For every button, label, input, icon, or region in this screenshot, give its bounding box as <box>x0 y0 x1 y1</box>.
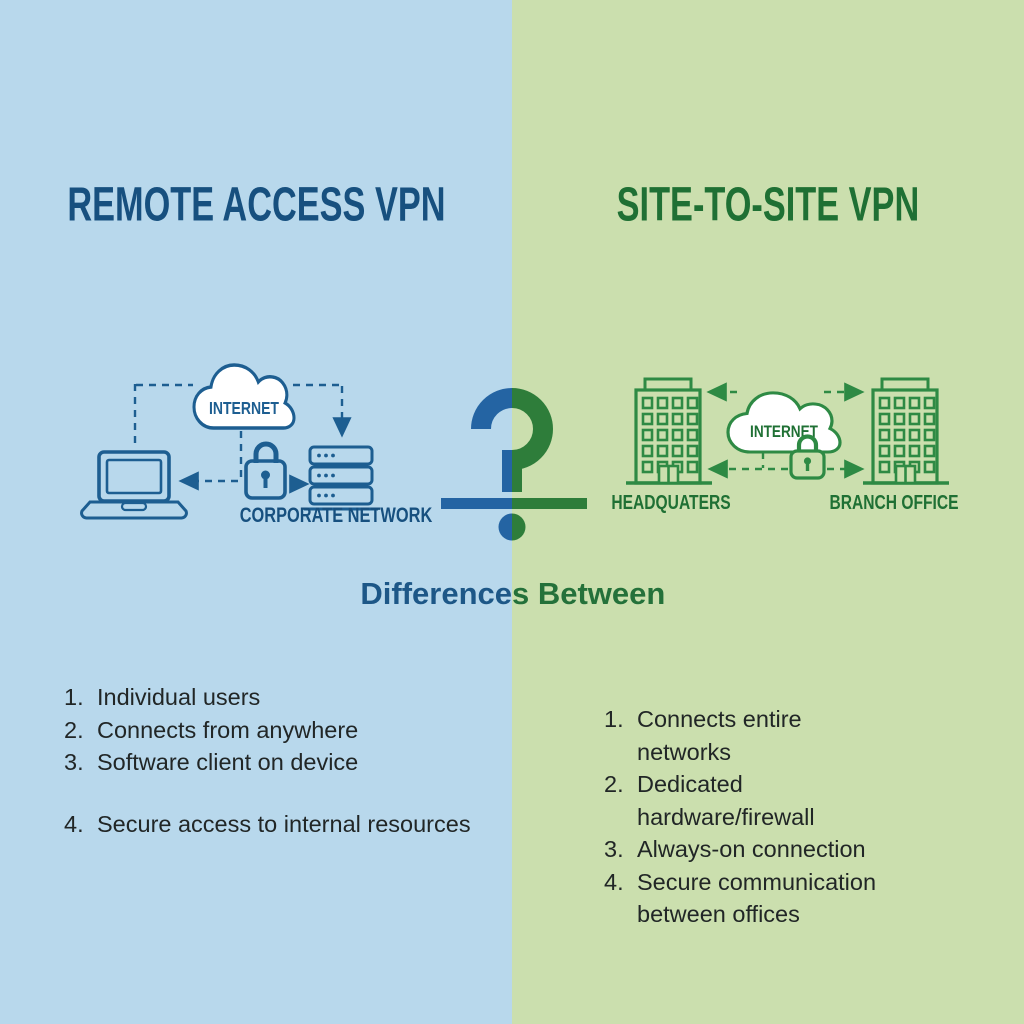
list-item-number: 4. <box>64 810 84 837</box>
corporate-network-label: CORPORATE NETWORK <box>240 503 433 526</box>
right-panel-background <box>512 0 1024 1024</box>
list-item: 4. Secure access to internal resources <box>64 808 471 841</box>
remote-access-feature-list: 1. Individual users 2. Connects from anywh… <box>64 681 471 840</box>
site-to-site-diagram: INTERNET HEADQUATERS BRANCH OFFICE <box>611 377 959 513</box>
list-item-text: Individual users <box>97 684 261 710</box>
list-item-number: 4. <box>604 868 624 895</box>
divider-bar-right <box>512 498 587 509</box>
list-item-number: 3. <box>64 749 84 775</box>
list-item-number: 2. <box>64 716 84 743</box>
list-item-number: 1. <box>604 706 624 732</box>
divider-bar-left <box>441 498 512 509</box>
laptop-icon <box>80 450 188 520</box>
list-item-text: Connects from anywhere <box>97 716 359 743</box>
list-item: 3. Always-on connection <box>604 833 887 866</box>
list-item-text: Secure communication between offices <box>637 868 877 928</box>
remote-access-diagram: INTERNET <box>80 363 433 526</box>
branch-office-label: BRANCH OFFICE <box>829 491 958 513</box>
internet-cloud-icon-right: INTERNET <box>726 391 842 454</box>
question-mark-icon <box>441 388 587 541</box>
dashed-connectors-right <box>706 382 865 479</box>
list-item-text: Dedicated hardware/firewall <box>637 771 815 830</box>
server-stack-icon <box>304 445 378 511</box>
internet-cloud-icon: INTERNET <box>192 363 296 430</box>
list-item-text: Software client on device <box>97 749 359 775</box>
caption-blue-part: Difference <box>360 576 512 611</box>
list-item: 2. Connects from anywhere <box>64 714 471 747</box>
list-item: 4. Secure communication between offices <box>604 866 887 931</box>
left-panel-background <box>0 0 512 1024</box>
headquarters-building-icon <box>624 377 714 485</box>
list-item-number: 1. <box>64 684 84 710</box>
list-item: 1. Individual users <box>64 681 471 714</box>
list-item: 3. Software client on device <box>64 746 471 779</box>
list-item-number: 2. <box>604 771 624 797</box>
list-item-number: 3. <box>604 836 624 862</box>
list-item: 1. Connects entire networks <box>604 703 887 768</box>
left-title: REMOTE ACCESS VPN <box>66 177 446 232</box>
dashed-connectors-left <box>133 383 352 494</box>
left-cloud-label: INTERNET <box>209 400 279 419</box>
lock-icon-right <box>789 434 826 480</box>
list-item-text: Connects entire networks <box>637 706 802 765</box>
list-item: 2. Dedicated hardware/firewall <box>604 768 887 833</box>
headquarters-label: HEADQUATERS <box>611 491 730 513</box>
right-title: SITE-TO-SITE VPN <box>616 177 920 232</box>
branch-office-building-icon <box>861 377 951 485</box>
list-item-text: Secure access to internal resources <box>97 810 471 837</box>
lock-icon-left <box>244 441 287 500</box>
list-item-text: Always-on connection <box>637 836 866 862</box>
site-to-site-feature-list: 1. Connects entire networks 2. Dedicated h… <box>604 703 887 931</box>
caption-green-part: s Between <box>512 576 666 611</box>
